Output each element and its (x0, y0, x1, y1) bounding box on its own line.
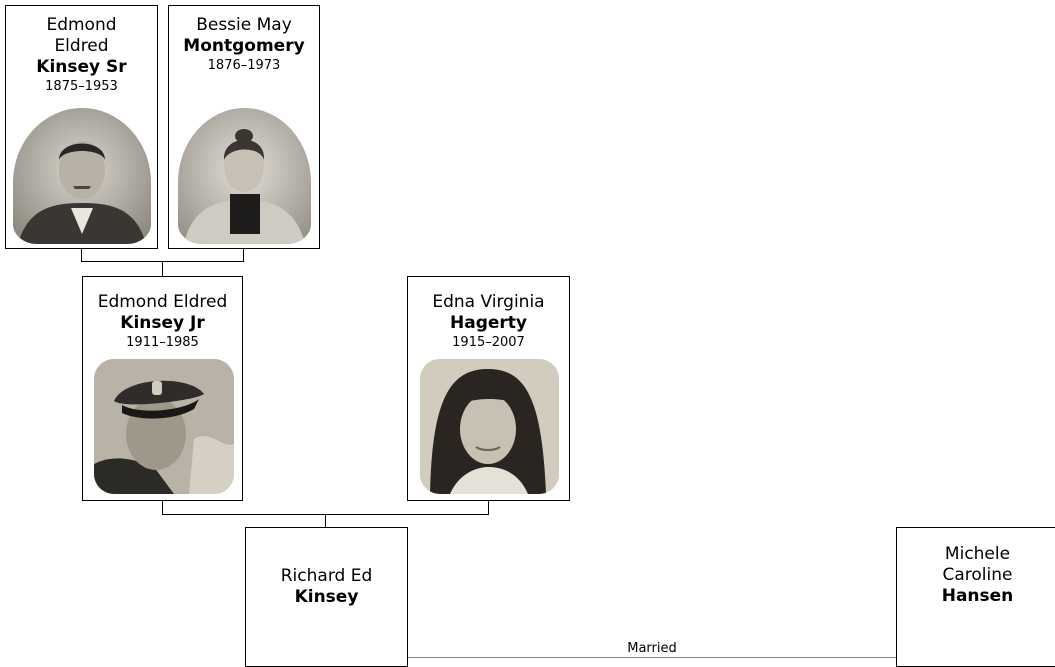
person-card-richard-kinsey[interactable]: Richard Ed Kinsey (245, 527, 408, 667)
life-dates: 1875–1953 (45, 79, 118, 94)
marriage-connector-horizontal (326, 657, 978, 658)
parents-connector-left-2 (162, 501, 163, 514)
parents-connector-vertical-2 (325, 514, 326, 527)
parents-connector-right-2 (488, 501, 489, 514)
person-card-bessie-montgomery[interactable]: Bessie May Montgomery 1876–1973 (168, 5, 320, 249)
surname: Kinsey (294, 587, 359, 607)
given-name: Bessie May (196, 15, 292, 35)
parents-connector-horizontal-1 (81, 249, 82, 261)
life-dates: 1915–2007 (452, 335, 525, 350)
surname: Hagerty (450, 313, 527, 333)
portrait-photo (420, 359, 559, 494)
surname: Kinsey Sr (36, 57, 127, 77)
person-card-edna-hagerty[interactable]: Edna Virginia Hagerty 1915–2007 (407, 276, 570, 501)
surname: Montgomery (183, 36, 305, 56)
life-dates: 1911–1985 (126, 335, 199, 350)
life-dates: 1876–1973 (207, 58, 281, 73)
given-name: Edmond Eldred (97, 292, 228, 312)
portrait-photo (13, 108, 151, 244)
parents-connector-horizontal-1b (243, 249, 244, 261)
surname: Kinsey Jr (120, 313, 205, 333)
surname: Hansen (941, 586, 1014, 606)
parents-connector-vertical-1 (162, 261, 163, 276)
person-card-michele-hansen[interactable]: Michele Caroline Hansen (896, 527, 1055, 667)
portrait-photo (94, 359, 234, 494)
portrait-photo (178, 108, 311, 244)
given-name: Richard Ed (280, 566, 373, 586)
given-name-line2: Caroline (942, 565, 1013, 585)
given-name-line2: Eldred (54, 36, 109, 56)
person-card-edmond-kinsey-jr[interactable]: Edmond Eldred Kinsey Jr 1911–1985 (82, 276, 243, 501)
given-name-line1: Edmond (46, 15, 117, 35)
given-name-line1: Michele (944, 544, 1011, 564)
given-name: Edna Virginia (432, 292, 545, 312)
person-card-edmond-kinsey-sr[interactable]: Edmond Eldred Kinsey Sr 1875–1953 (5, 5, 158, 249)
marriage-label: Married (627, 641, 677, 656)
